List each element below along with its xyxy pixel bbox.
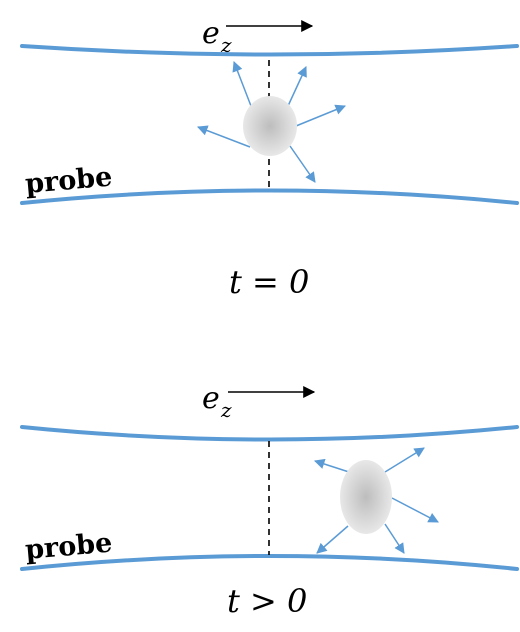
emission-arrow xyxy=(197,125,251,148)
emission-arrow xyxy=(316,525,349,554)
panel-t-positive: e z probe t > 0 xyxy=(20,381,519,620)
time-label: t = 0 xyxy=(229,263,309,301)
beam-upper-wall xyxy=(20,425,519,442)
axis-subscript-z: z xyxy=(220,33,232,57)
axis-subscript-z: z xyxy=(220,398,232,422)
emission-arrow xyxy=(295,104,346,127)
axis-label-e: e xyxy=(202,381,220,416)
emission-arrow xyxy=(287,66,307,107)
probe-label: probe xyxy=(24,161,114,199)
beam-upper-wall xyxy=(20,44,519,57)
emission-arrow xyxy=(384,447,425,473)
emission-arrow xyxy=(384,523,405,554)
panel-t0: e z probe t = 0 xyxy=(20,16,519,301)
emission-arrows xyxy=(314,447,439,554)
emission-arrow xyxy=(391,497,439,523)
emission-arrows xyxy=(197,61,346,183)
axis-label-e: e xyxy=(202,16,220,51)
emission-arrow xyxy=(314,458,350,473)
probe-label: probe xyxy=(24,527,114,565)
particle xyxy=(340,460,392,534)
particle xyxy=(243,96,297,156)
beam-lower-wall xyxy=(20,554,519,571)
emission-arrow xyxy=(289,145,316,183)
beam-lower-wall xyxy=(20,188,519,205)
time-label: t > 0 xyxy=(227,582,307,620)
emission-arrow xyxy=(232,61,252,107)
